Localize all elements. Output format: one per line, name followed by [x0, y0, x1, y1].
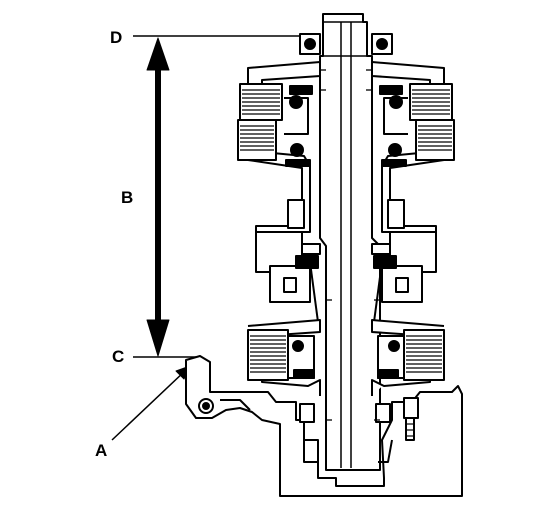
- dimension-arrowhead-bottom: [146, 319, 170, 357]
- lower-clutch-plates-right: [406, 335, 442, 373]
- transmission-housing: [185, 355, 463, 497]
- dimension-arrowhead-top: [146, 37, 170, 71]
- label-c: C: [112, 347, 125, 366]
- upper-clutch-plates-right: [412, 89, 452, 151]
- middle-gears: [269, 255, 423, 323]
- upper-clutch-plates-left: [240, 89, 280, 151]
- top-bearing: [299, 33, 393, 55]
- lower-clutch-plates-left: [250, 335, 286, 373]
- main-shaft: [319, 13, 381, 471]
- pointer-line-a: [111, 369, 187, 441]
- label-b: B: [121, 188, 134, 207]
- label-a: A: [95, 441, 108, 460]
- lower-clutch-right: [371, 319, 445, 396]
- label-d: D: [110, 28, 123, 47]
- lower-clutch-left: [247, 319, 321, 396]
- dimension-markers: [111, 35, 320, 441]
- shaft-splines: [320, 69, 380, 421]
